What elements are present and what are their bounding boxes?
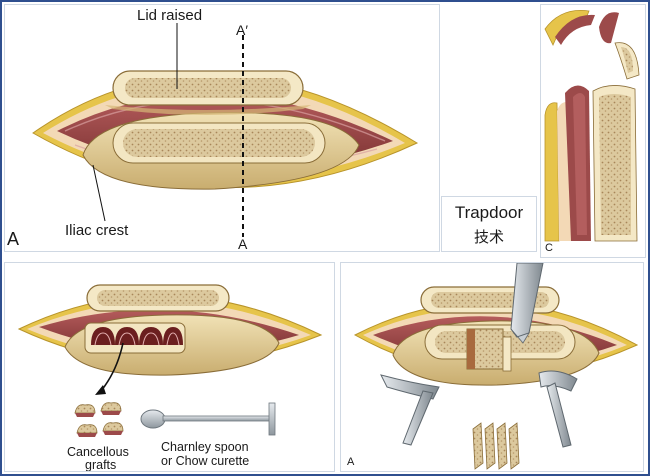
label-lid-raised: Lid raised <box>137 7 202 24</box>
panel-b-graft-harvest: Cancellous grafts Charnley spoon or Chow… <box>4 262 335 472</box>
caption-english: Trapdoor <box>454 203 524 222</box>
retractor-right <box>538 370 578 448</box>
label-section-top: A′ <box>236 22 248 38</box>
label-charnley-spoon: Charnley spoon <box>161 440 249 454</box>
label-chow-curette: or Chow curette <box>161 454 249 468</box>
caption-chinese: 技术 <box>473 228 504 246</box>
charnley-spoon-instrument <box>140 402 276 436</box>
label-iliac-crest: Iliac crest <box>65 222 129 239</box>
muscle-fragment-top <box>555 14 595 45</box>
panel-letter-d: A <box>347 456 355 468</box>
retractor-left <box>380 374 440 446</box>
cancellous-grafts-chunks <box>74 402 124 437</box>
panel-c-illustration: C <box>544 10 640 254</box>
panel-letter-c: C <box>545 242 553 254</box>
panel-a-trapdoor-exposure: Lid raised A′ A Iliac crest A <box>4 4 440 252</box>
fat-layer-c <box>544 102 560 242</box>
caption-box: Trapdoor 技术 <box>441 196 537 252</box>
panel-c-cross-section: C <box>540 4 646 258</box>
panel-d-illustration: A <box>347 263 639 470</box>
osteotome-instrument <box>510 263 544 344</box>
panel-letter-a: A <box>7 229 19 249</box>
label-section-bottom: A <box>238 236 248 251</box>
corticocancellous-strips <box>472 422 520 470</box>
panel-d-osteotome-cuts: A <box>340 262 644 472</box>
bone-block-cut <box>466 328 512 372</box>
panel-b-illustration: Cancellous grafts Charnley spoon or Chow… <box>17 284 323 471</box>
lid-fragment <box>599 12 619 44</box>
scooped-cavities <box>91 327 183 346</box>
panel-a-illustration: Lid raised A′ A Iliac crest A <box>7 7 419 251</box>
label-cancellous: Cancellous <box>67 445 129 459</box>
label-grafts: grafts <box>85 458 116 471</box>
